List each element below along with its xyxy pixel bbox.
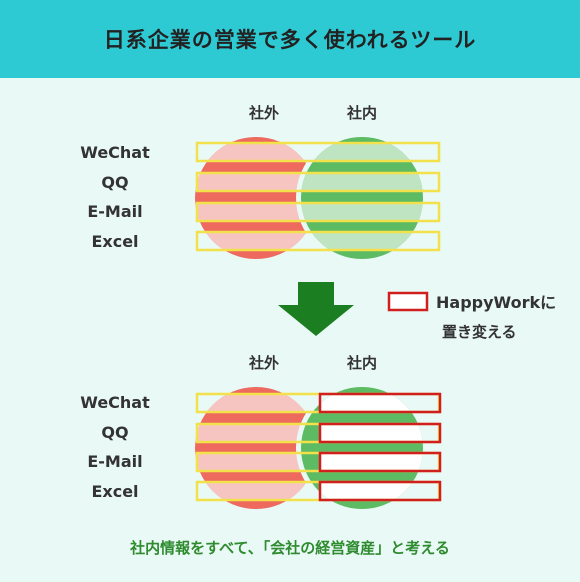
- tool-label-wechat-bottom: WeChat: [80, 393, 150, 412]
- replaced-excel: [318, 480, 442, 502]
- band-excel-top: [195, 230, 441, 252]
- down-arrow-icon: [278, 282, 354, 336]
- header-bar: 日系企業の営業で多く使われるツール: [0, 0, 580, 78]
- tool-label-qq-bottom: QQ: [101, 423, 128, 442]
- external-circle-top: [195, 137, 317, 259]
- tool-label-email-bottom: E-Mail: [87, 452, 142, 471]
- replaced-email: [318, 451, 442, 473]
- tool-label-qq-top: QQ: [101, 173, 128, 192]
- label-external-top: 社外: [248, 104, 279, 122]
- band-email-top: [195, 201, 441, 223]
- footer-caption: 社内情報をすべて、「会社の経営資産」と考える: [130, 539, 450, 557]
- internal-circle-bottom: [301, 387, 423, 509]
- tool-bands-top: [195, 141, 441, 252]
- legend-line2: 置き変える: [442, 323, 517, 341]
- replaced-wechat: [318, 392, 442, 414]
- legend-red-box: [387, 291, 429, 312]
- tool-label-wechat-top: WeChat: [80, 143, 150, 162]
- label-internal-top: 社内: [346, 104, 377, 122]
- replaced-qq: [318, 422, 442, 444]
- internal-circle-top: [301, 137, 423, 259]
- tool-label-email-top: E-Mail: [87, 202, 142, 221]
- page-title: 日系企業の営業で多く使われるツール: [103, 28, 477, 52]
- tool-label-excel-top: Excel: [91, 232, 138, 251]
- band-wechat-top: [195, 141, 441, 163]
- label-internal-bottom: 社内: [346, 354, 377, 372]
- external-circle-bottom: [195, 387, 317, 509]
- legend-line1: HappyWorkに: [436, 293, 556, 312]
- replaced-bands-bottom: [318, 392, 442, 502]
- tool-label-excel-bottom: Excel: [91, 482, 138, 501]
- band-qq-top: [195, 171, 441, 193]
- label-external-bottom: 社外: [248, 354, 279, 372]
